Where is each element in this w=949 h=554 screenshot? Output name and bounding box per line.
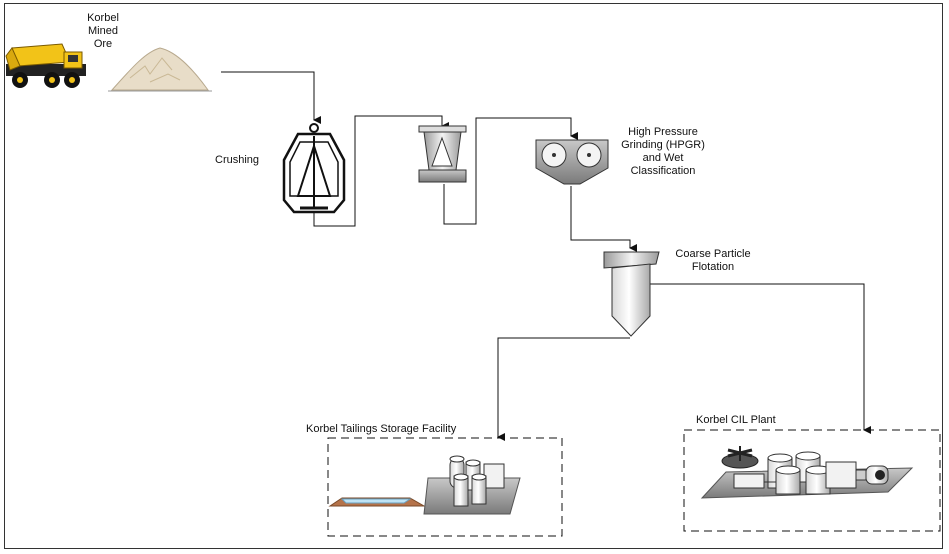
flow-hpgr-to-flotation [570,186,637,252]
flotation-label: Coarse Particle Flotation [675,248,751,273]
flow-lines [221,71,871,441]
tailings-facility-icon [327,437,563,537]
haul-truck-icon [5,43,86,88]
hpgr-icon [535,139,609,185]
flow-secondary-to-hpgr [443,117,578,225]
diagram-frame [4,3,943,549]
cil-boundary [683,429,941,532]
flow-flotation-to-cil [649,283,871,434]
secondary-crusher-icon [418,125,467,183]
tailings-label: Korbel Tailings Storage Facility [306,423,457,435]
tailings-boundary [327,437,563,537]
flow-ore-to-crusher [221,71,321,124]
crushing-label: Crushing [215,154,260,166]
flow-crusher-to-secondary [313,115,449,227]
flow-flotation-to-tailings [497,337,630,441]
ore-label: Korbel Mined Ore [87,12,119,50]
cil-plant-icon [683,429,941,532]
hpgr-label: High Pressure Grinding (HPGR) and Wet Cl… [621,126,705,177]
flotation-cell-icon [603,251,660,337]
ore-pile-icon [108,47,212,92]
cil-label: Korbel CIL Plant [696,414,776,426]
cone-crusher-icon [282,123,346,214]
